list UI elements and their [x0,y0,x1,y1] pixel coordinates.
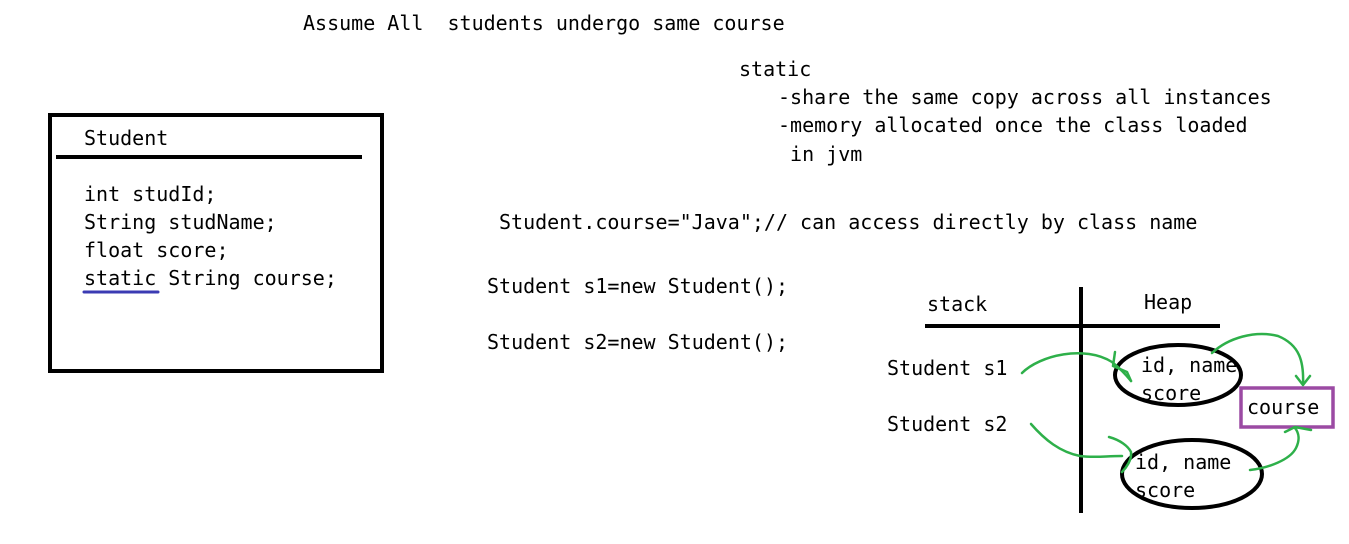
static-note-line-2: -memory allocated once the class loaded [778,113,1248,137]
heap-label: Heap [1144,290,1193,314]
class-name: Student [84,126,169,150]
arrowhead-s1 [1111,350,1133,383]
static-keyword: static [84,266,157,290]
arrowhead-course-1 [1294,374,1312,387]
static-note-line-1: -share the same copy across all instance… [778,85,1272,109]
arrow-object1-to-course [1210,332,1305,387]
heap-object-s1 [1113,343,1243,407]
stack-ref-s2: Student s2 [887,412,1008,436]
page-heading: Assume All students undergo same course [303,11,785,35]
field-stud-name: String studName; [84,210,277,234]
stack-ref-s1: Student s1 [887,356,1008,380]
class-box-border [48,113,384,373]
arrow-object2-to-course [1248,426,1300,472]
static-title: static [739,57,812,81]
object1-fields-line2: score [1141,381,1202,405]
field-stud-id: int studId; [84,182,217,206]
static-field-box [1239,386,1335,429]
arrowhead-s2 [1107,435,1133,474]
object1-fields-line1: id, name [1141,353,1238,377]
object2-fields-line1: id, name [1135,450,1232,474]
arrow-s1-to-object [1020,352,1133,383]
s2-declaration: Student s2=new Student(); [487,330,789,354]
static-access-code: Student.course="Java";// can access dire… [499,210,1198,234]
stack-label: stack [927,292,988,316]
heap-object-s2 [1120,438,1264,510]
s1-declaration: Student s1=new Student(); [487,274,789,298]
static-note-line-3: in jvm [778,142,863,166]
static-field-label: course [1247,395,1320,419]
field-score: float score; [84,238,229,262]
field-course: static String course; [84,266,337,290]
field-course-rest: String course; [156,266,337,290]
object2-fields-line2: score [1135,478,1196,502]
arrow-s2-to-object [1029,422,1124,459]
arrowhead-course-2 [1283,425,1313,434]
